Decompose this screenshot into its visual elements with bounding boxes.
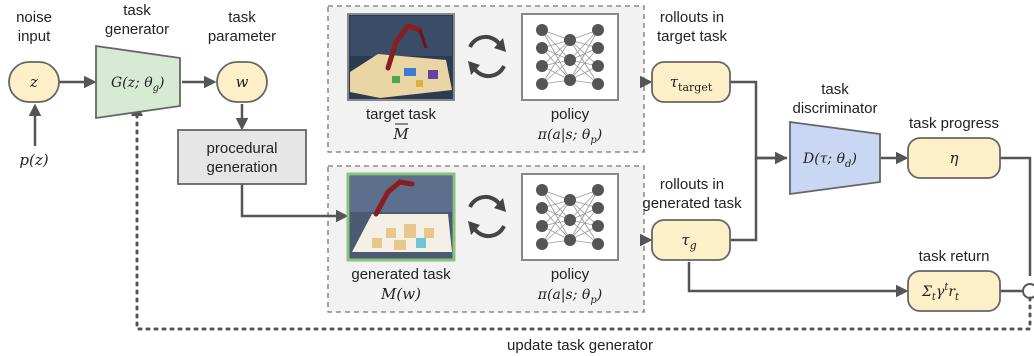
eta-symbol: η: [950, 149, 959, 167]
task-generator-node: [95, 44, 181, 120]
edge-eta-to-combiner: [1000, 156, 1032, 276]
tau-g-node: [651, 219, 731, 261]
task-parameter-label-1: task: [228, 9, 256, 26]
noise-input-label-1: noise: [16, 9, 52, 26]
task-generator-label-2: generator: [105, 21, 169, 38]
neural-network-icon: [521, 173, 619, 261]
task-parameter-label-2: parameter: [208, 28, 276, 45]
edge-update-feedback: [135, 112, 1032, 331]
target-task-image: [347, 13, 455, 101]
rollouts-gen-label-1: rollouts in: [660, 176, 724, 193]
discriminator-formula: D(τ; θd): [802, 151, 857, 170]
task-discriminator-node: [789, 120, 881, 196]
tau-target-symbol: τtarget: [670, 73, 713, 94]
z-symbol: z: [29, 73, 38, 91]
task-return-formula: Σtγtrt: [921, 282, 960, 303]
cycle-arrows-icon: [468, 34, 506, 79]
eta-node: [907, 137, 1001, 179]
policy-formula-bottom: π(a|s; θp): [537, 287, 602, 306]
tau-target-node: [651, 61, 731, 103]
task-progress-label: task progress: [909, 115, 999, 132]
policy-label-bottom: policy: [551, 266, 590, 283]
w-node: [216, 61, 268, 103]
procedural-label-2: generation: [207, 159, 278, 176]
tau-g-symbol: τg: [681, 231, 696, 252]
edge-tau-target-to-discriminator: [730, 80, 787, 160]
procedural-generation-node: [177, 129, 307, 185]
pz-label: p(z): [19, 151, 48, 169]
cycle-arrows-icon: [468, 194, 506, 239]
policy-label-top: policy: [551, 106, 590, 123]
task-discriminator-label-1: task: [821, 81, 849, 98]
task-generator-label-1: task: [123, 2, 151, 19]
m-bar-label: M: [392, 125, 409, 143]
edge-tau-g-to-discriminator: [730, 158, 758, 242]
policy-formula-top: π(a|s; θp): [537, 127, 602, 146]
update-task-generator-label: update task generator: [507, 337, 653, 354]
target-task-label: target task: [366, 106, 437, 123]
edge-procedural-to-generated-task: [240, 184, 349, 223]
procedural-label-1: procedural: [207, 140, 278, 157]
z-node: [8, 61, 60, 103]
task-discriminator-label-2: discriminator: [792, 100, 877, 117]
w-symbol: w: [236, 73, 249, 91]
m-w-label: M(w): [380, 285, 421, 303]
noise-input-label-2: input: [18, 28, 51, 45]
rollouts-target-label-2: target task: [657, 28, 728, 45]
generated-task-image: [346, 172, 456, 262]
rollouts-target-label-1: rollouts in: [660, 9, 724, 26]
generator-label: G(z; θg): [111, 75, 165, 94]
task-return-label: task return: [919, 248, 990, 265]
task-return-node: [907, 270, 1001, 312]
neural-network-icon: [521, 13, 619, 101]
generated-task-label: generated task: [351, 266, 451, 283]
edge-tau-g-to-return: [687, 262, 909, 298]
combiner-node: [1022, 283, 1034, 299]
rollouts-gen-label-2: generated task: [642, 195, 742, 212]
